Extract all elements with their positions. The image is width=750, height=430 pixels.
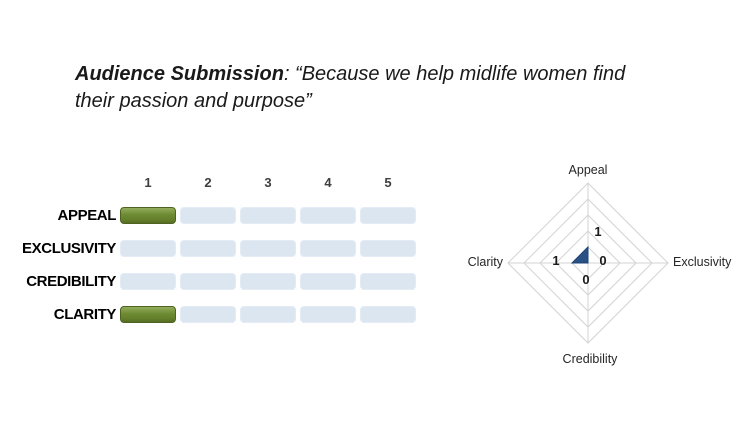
title-quote-line2: their passion and purpose” xyxy=(75,90,312,112)
page-title: Audience Submission: “Because we help mi… xyxy=(75,61,675,115)
column-header-3: 3 xyxy=(264,175,272,190)
bar-row-label: CLARITY xyxy=(53,306,117,323)
bar-row-label: APPEAL xyxy=(57,207,117,224)
radar-data-label-exclusivity: 0 xyxy=(599,253,607,268)
title-prefix: Audience Submission xyxy=(75,63,284,85)
bar-cell-empty xyxy=(360,306,416,323)
radar-plot-area xyxy=(507,182,669,344)
bar-cell-empty xyxy=(360,207,416,224)
bar-row-label: EXCLUSIVITY xyxy=(22,240,116,257)
column-header-2: 2 xyxy=(204,175,212,190)
bar-chart-corner xyxy=(16,174,116,191)
bar-cell-empty xyxy=(300,273,356,290)
radar-axis-label-credibility: Credibility xyxy=(562,352,618,366)
bar-cell-empty xyxy=(240,207,296,224)
bar-cell-empty xyxy=(180,273,236,290)
bar-cell-empty xyxy=(360,240,416,257)
bar-cell-empty xyxy=(300,207,356,224)
bar-cell-empty xyxy=(240,240,296,257)
bar-cell-empty xyxy=(180,240,236,257)
radar-data-label-clarity: 1 xyxy=(552,253,560,268)
bar-cell-empty xyxy=(120,240,176,257)
column-header-4: 4 xyxy=(324,175,332,190)
radar-data-polygon xyxy=(570,245,589,264)
bar-cell-empty xyxy=(240,306,296,323)
bar-cell-filled xyxy=(120,306,176,323)
radar-axis-label-clarity: Clarity xyxy=(467,255,503,269)
radar-axis-label-appeal: Appeal xyxy=(568,163,608,177)
bar-cell-empty xyxy=(180,306,236,323)
rating-bar-chart: 1 2 3 4 5 APPEAL EXCLUSIVITY CREDIBILITY CL… xyxy=(16,174,416,323)
bar-cell-filled xyxy=(120,207,176,224)
column-header-5: 5 xyxy=(384,175,392,190)
radar-data-label-credibility: 0 xyxy=(582,272,590,287)
bar-cell-empty xyxy=(180,207,236,224)
radar-axis-label-exclusivity: Exclusivity xyxy=(673,255,732,269)
bar-cell-empty xyxy=(240,273,296,290)
bar-cell-empty xyxy=(360,273,416,290)
bar-cell-empty xyxy=(300,306,356,323)
column-header-1: 1 xyxy=(144,175,152,190)
bar-cell-empty xyxy=(300,240,356,257)
title-quote-line1: : “Because we help midlife women find xyxy=(283,63,626,85)
bar-row-label: CREDIBILITY xyxy=(26,273,116,290)
radar-data-label-appeal: 1 xyxy=(594,224,602,239)
bar-cell-empty xyxy=(120,273,176,290)
radar-chart: Appeal Exclusivity Credibility Clarity 1… xyxy=(445,150,745,370)
